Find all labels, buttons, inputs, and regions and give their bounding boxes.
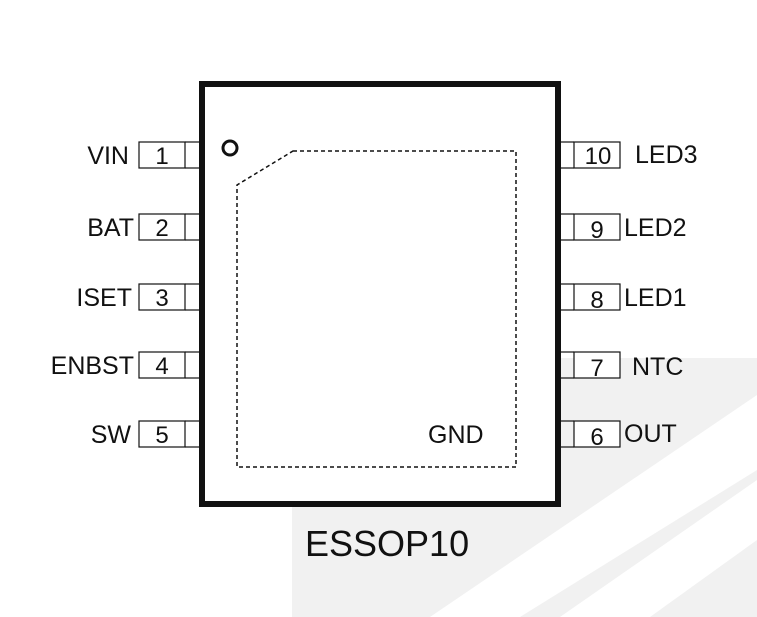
pin-label: LED2 xyxy=(624,214,687,242)
pin-label: NTC xyxy=(632,353,683,381)
pin-label: VIN xyxy=(87,142,129,170)
pin-label: SW xyxy=(91,421,132,449)
pin-lead xyxy=(138,283,186,311)
pin-lead xyxy=(138,351,186,379)
pin-lead xyxy=(138,213,186,241)
pin-label: LED1 xyxy=(624,284,687,312)
pin-lead xyxy=(138,420,186,448)
pin-label: OUT xyxy=(624,420,677,448)
pin-number: 6 xyxy=(590,424,603,451)
pin-label: ISET xyxy=(76,284,132,312)
pin-left-4: 4 ENBST xyxy=(51,351,199,380)
pin-left-5: 5 SW xyxy=(91,420,199,449)
pad-label: GND xyxy=(428,421,484,449)
pin-left-1: 1 VIN xyxy=(87,141,199,170)
pin-number: 4 xyxy=(155,353,168,380)
pin-number: 9 xyxy=(590,217,603,244)
exposed-pad-outline xyxy=(236,150,517,468)
pin-right-8: 8 LED1 xyxy=(561,283,687,314)
pin-number: 10 xyxy=(585,143,612,170)
watermark-stripe-2 xyxy=(560,480,757,617)
pin-number: 8 xyxy=(590,287,603,314)
left-pins: 1 VIN 2 BAT 3 ISET 4 xyxy=(51,141,199,449)
pin-number: 7 xyxy=(590,355,603,382)
pin-lead xyxy=(573,213,621,241)
package-name: ESSOP10 xyxy=(305,523,469,564)
pin-right-10: 10 LED3 xyxy=(561,141,698,170)
pin-lead xyxy=(573,351,621,379)
pin-label: BAT xyxy=(87,214,134,242)
pin-right-7: 7 NTC xyxy=(561,351,683,382)
pin-right-6: 6 OUT xyxy=(561,420,677,451)
pin-label: ENBST xyxy=(51,352,134,380)
watermark-stripe-1 xyxy=(430,395,757,617)
pin-left-3: 3 ISET xyxy=(76,283,199,312)
pin-label: LED3 xyxy=(635,141,698,169)
pin-number: 3 xyxy=(155,285,168,312)
pin-number: 2 xyxy=(155,215,168,242)
pin-lead xyxy=(138,141,186,169)
pin-lead xyxy=(573,420,621,448)
pin-number: 5 xyxy=(155,422,168,449)
pin-lead xyxy=(573,141,621,169)
right-pins: 10 LED3 9 LED2 8 LED1 7 xyxy=(561,141,698,451)
pin-lead xyxy=(573,283,621,311)
pin-left-2: 2 BAT xyxy=(87,213,199,242)
pin1-marker-icon xyxy=(221,139,239,157)
pin-number: 1 xyxy=(155,143,168,170)
package-body xyxy=(199,81,561,507)
pin-right-9: 9 LED2 xyxy=(561,213,687,244)
